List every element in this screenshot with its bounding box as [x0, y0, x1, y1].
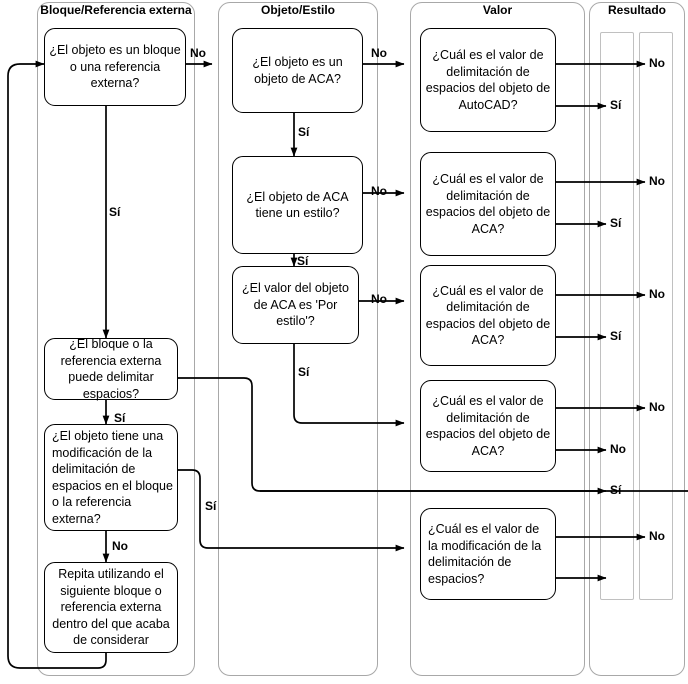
lane-title-resultado: Resultado: [607, 3, 666, 17]
lane-objeto-estilo: [218, 2, 378, 676]
result-label-n9-si: No: [649, 174, 665, 188]
result-label-n2-no: Sí: [610, 483, 622, 497]
edge-label-n3-n12: Sí: [205, 499, 217, 513]
edge-label-n5-n8: No: [371, 46, 387, 60]
lane-title-objeto: Objeto/Estilo: [260, 3, 335, 17]
lane-bloque-referencia-externa: [37, 2, 195, 676]
node-valor-objeto-aca-3[interactable]: ¿Cuál es el valor de delimitación de esp…: [420, 380, 556, 472]
edge-n7-n11: [293, 343, 405, 427]
node-valor-es-por-estilo[interactable]: ¿El valor del objeto de ACA es 'Por esti…: [232, 266, 359, 344]
edge-label-n3-n4: No: [112, 539, 128, 553]
lane-valor: [410, 2, 585, 676]
edge-label-n1-n2: Sí: [109, 205, 121, 219]
node-puede-delimitar-espacios[interactable]: ¿El bloque o la referencia externa puede…: [44, 337, 178, 401]
node-tiene-modificacion[interactable]: ¿El objeto tiene una modificación de la …: [44, 424, 178, 531]
lane-title-bloque: Bloque/Referencia externa: [40, 3, 192, 17]
result-label-n10-si: No: [649, 287, 665, 301]
node-objeto-aca-tiene-estilo[interactable]: ¿El objeto de ACA tiene un estilo?: [232, 156, 363, 254]
result-subcolumn-si: [639, 32, 673, 600]
result-subcolumn-no: [600, 32, 634, 600]
node-valor-objeto-autocad[interactable]: ¿Cuál es el valor de delimitación de esp…: [420, 28, 556, 132]
lane-resultado: [589, 2, 685, 676]
result-label-n8-no: Sí: [610, 98, 622, 112]
edge-label-n6-n7: Sí: [297, 254, 309, 268]
edge-label-n7-n11: Sí: [298, 365, 310, 379]
edge-n2-no-route: [178, 377, 688, 492]
edge-n4-n1-loop: [7, 60, 107, 669]
edge-label-n7-n10: No: [371, 292, 387, 306]
result-label-n8-si: No: [649, 56, 665, 70]
edge-label-n2-n11: Sí: [114, 411, 126, 425]
node-repita-siguiente-bloque[interactable]: Repita utilizando el siguiente bloque o …: [44, 562, 178, 653]
node-es-objeto-aca[interactable]: ¿El objeto es un objeto de ACA?: [232, 28, 363, 113]
edge-label-n5-n6: Sí: [298, 125, 310, 139]
result-label-n9-no: Sí: [610, 216, 622, 230]
edge-label-n1-n5: No: [190, 46, 206, 60]
result-label-n11-si: No: [649, 400, 665, 414]
node-valor-objeto-aca-2[interactable]: ¿Cuál es el valor de delimitación de esp…: [420, 265, 556, 366]
edge-n3-n12: [178, 469, 405, 552]
node-valor-modificacion[interactable]: ¿Cuál es el valor de la modificación de …: [420, 508, 556, 600]
lane-title-valor: Valor: [482, 3, 513, 17]
edge-label-n6-n9: No: [371, 184, 387, 198]
result-label-n11-no: No: [610, 442, 626, 456]
result-label-n12-si: No: [649, 529, 665, 543]
node-es-bloque-o-xref[interactable]: ¿El objeto es un bloque o una referencia…: [44, 28, 186, 106]
result-label-n10-no: Sí: [610, 329, 622, 343]
node-valor-objeto-aca-1[interactable]: ¿Cuál es el valor de delimitación de esp…: [420, 152, 556, 256]
